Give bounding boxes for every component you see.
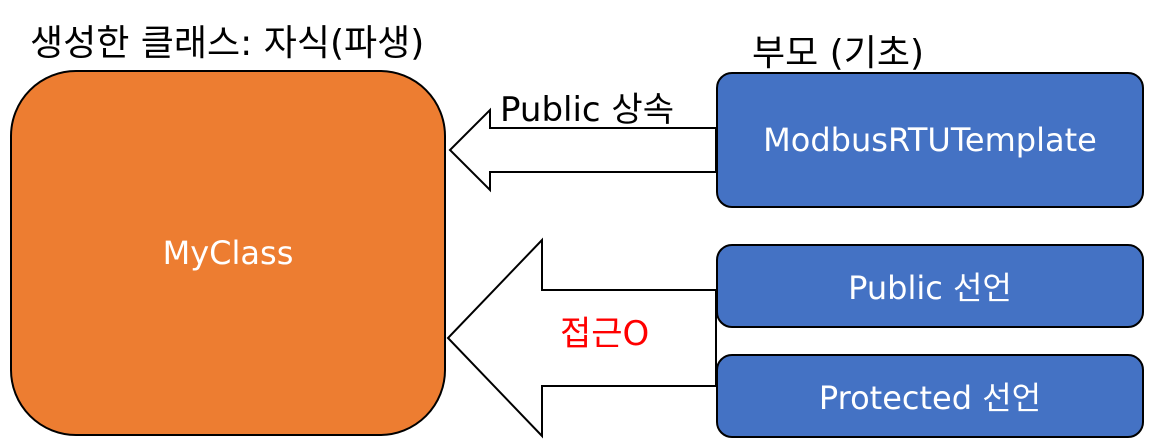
protected-declaration-label: Protected 선언 [818,379,1042,417]
access-arrow [446,237,717,439]
base-class-label: 부모 (기초) [752,33,925,74]
child-class-name: MyClass [162,234,294,272]
parent-template-name: ModbusRTUTemplate [763,121,1097,159]
derived-class-label: 생성한 클래스: 자식(파생) [30,23,425,64]
access-allowed-label: 접근O [560,314,650,354]
public-inheritance-arrow [448,107,717,193]
public-declaration-label: Public 선언 [848,269,1012,307]
parent-template-box: ModbusRTUTemplate [716,72,1144,208]
protected-declaration-box: Protected 선언 [716,354,1144,438]
public-inheritance-label: Public 상속 [500,90,674,130]
child-class-box: MyClass [10,70,446,436]
public-declaration-box: Public 선언 [716,244,1144,328]
